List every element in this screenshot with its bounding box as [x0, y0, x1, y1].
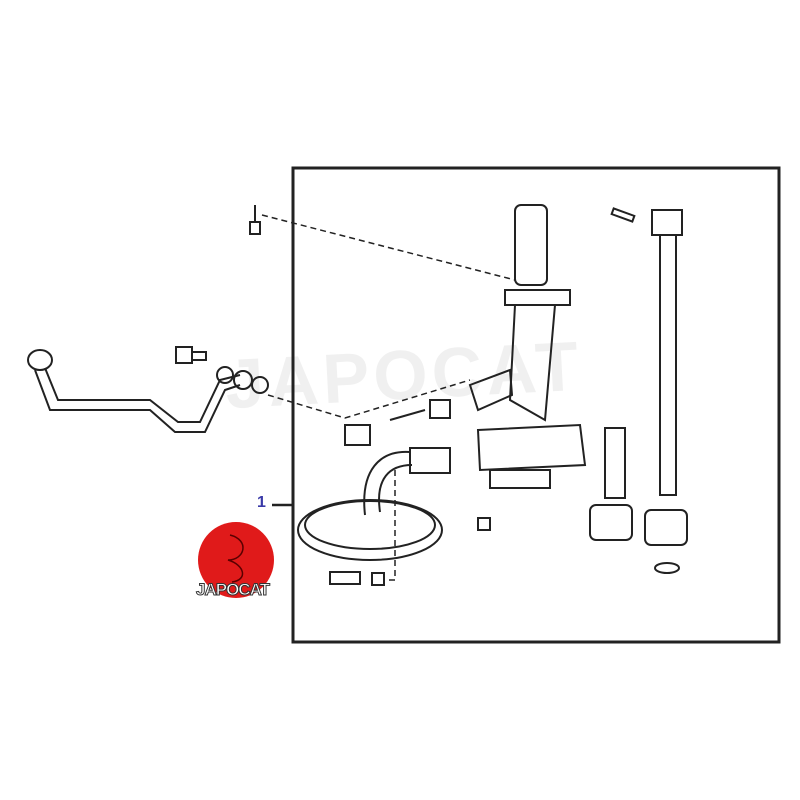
- bolt: [249, 205, 261, 235]
- pump-body: [468, 204, 587, 489]
- washer: [216, 366, 234, 384]
- callout-number: 1: [257, 494, 266, 511]
- shaft: [604, 427, 626, 499]
- bolt: [329, 571, 385, 586]
- logo-circle: [198, 522, 274, 598]
- strainer: [297, 447, 451, 561]
- banjo-bolt: [175, 346, 207, 364]
- dashed-guide: [261, 214, 516, 281]
- relief-valve: [344, 399, 451, 446]
- pin: [610, 207, 636, 223]
- oil-pipe: [27, 349, 241, 433]
- gears: [589, 504, 688, 546]
- assembly-frame: [291, 166, 781, 644]
- logo-emblem: [227, 534, 244, 583]
- drive-shaft: [651, 209, 683, 496]
- logo-text: JAPOCAT: [196, 580, 271, 600]
